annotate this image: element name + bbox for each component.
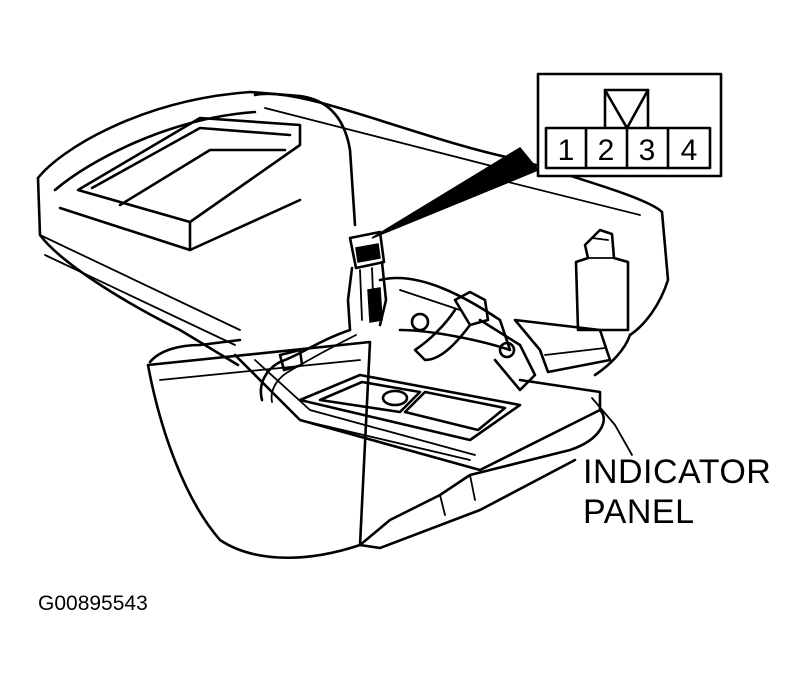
switch-mechanism (259, 230, 537, 403)
console-body (36, 90, 522, 367)
callout-pointer (371, 147, 540, 239)
pin-label: 3 (639, 134, 656, 167)
indicator-panel-label: INDICATOR PANEL (583, 452, 771, 532)
connector-inset: 1 2 3 4 (536, 72, 723, 178)
label-line-1: INDICATOR (583, 453, 772, 491)
console-right-side (499, 158, 670, 377)
indicator-panel-drawing (146, 338, 633, 559)
pin-label: 4 (681, 134, 698, 167)
figure-id: G00895543 (38, 592, 148, 615)
pin-label: 1 (558, 134, 575, 167)
pin-label: 2 (598, 134, 615, 167)
label-line-2: PANEL (583, 493, 695, 531)
